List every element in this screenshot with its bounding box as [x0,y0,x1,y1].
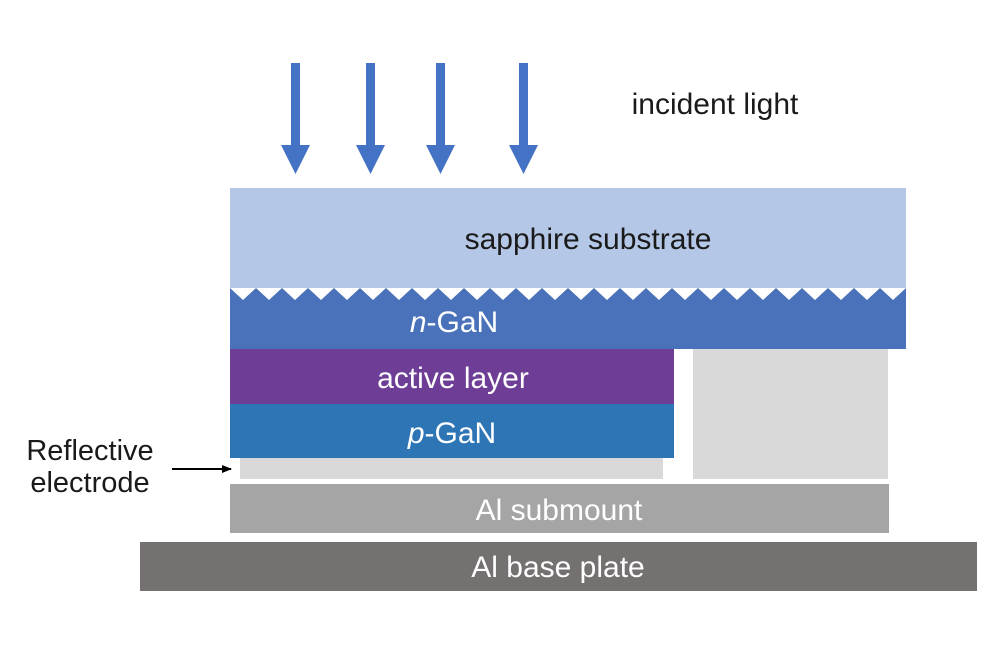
p-gan-label-prefix: p [407,417,425,450]
p-gan-label-suffix: -GaN [425,417,497,450]
light-arrow-3 [426,63,455,174]
sapphire-substrate-label: sapphire substrate [465,223,712,256]
reflective-electrode-label-line1: Reflective [26,435,153,467]
p-gan-layer [230,404,674,458]
sapphire-substrate-layer [230,188,906,288]
al-submount-label: Al submount [476,494,643,527]
active-layer [230,349,674,404]
side-contact-block [693,349,888,479]
active-layer-label: active layer [377,362,529,395]
reflective-electrode-label-line2: electrode [30,467,149,499]
al-base-plate-label: Al base plate [471,551,644,584]
al-submount-layer [230,484,889,533]
n-gan-label: n-GaN [410,306,498,339]
incident-light-label: incident light [632,88,799,121]
al-base-plate-layer [140,542,977,591]
light-arrow-2 [356,63,385,174]
n-gan-layer [230,288,906,349]
reflective-electrode-layer [240,458,663,479]
incident-light-arrows [281,63,538,174]
p-gan-label: p-GaN [407,417,496,450]
n-gan-label-prefix: n [410,306,427,339]
light-arrow-1 [281,63,310,174]
light-arrow-4 [509,63,538,174]
n-gan-label-suffix: -GaN [427,306,499,339]
